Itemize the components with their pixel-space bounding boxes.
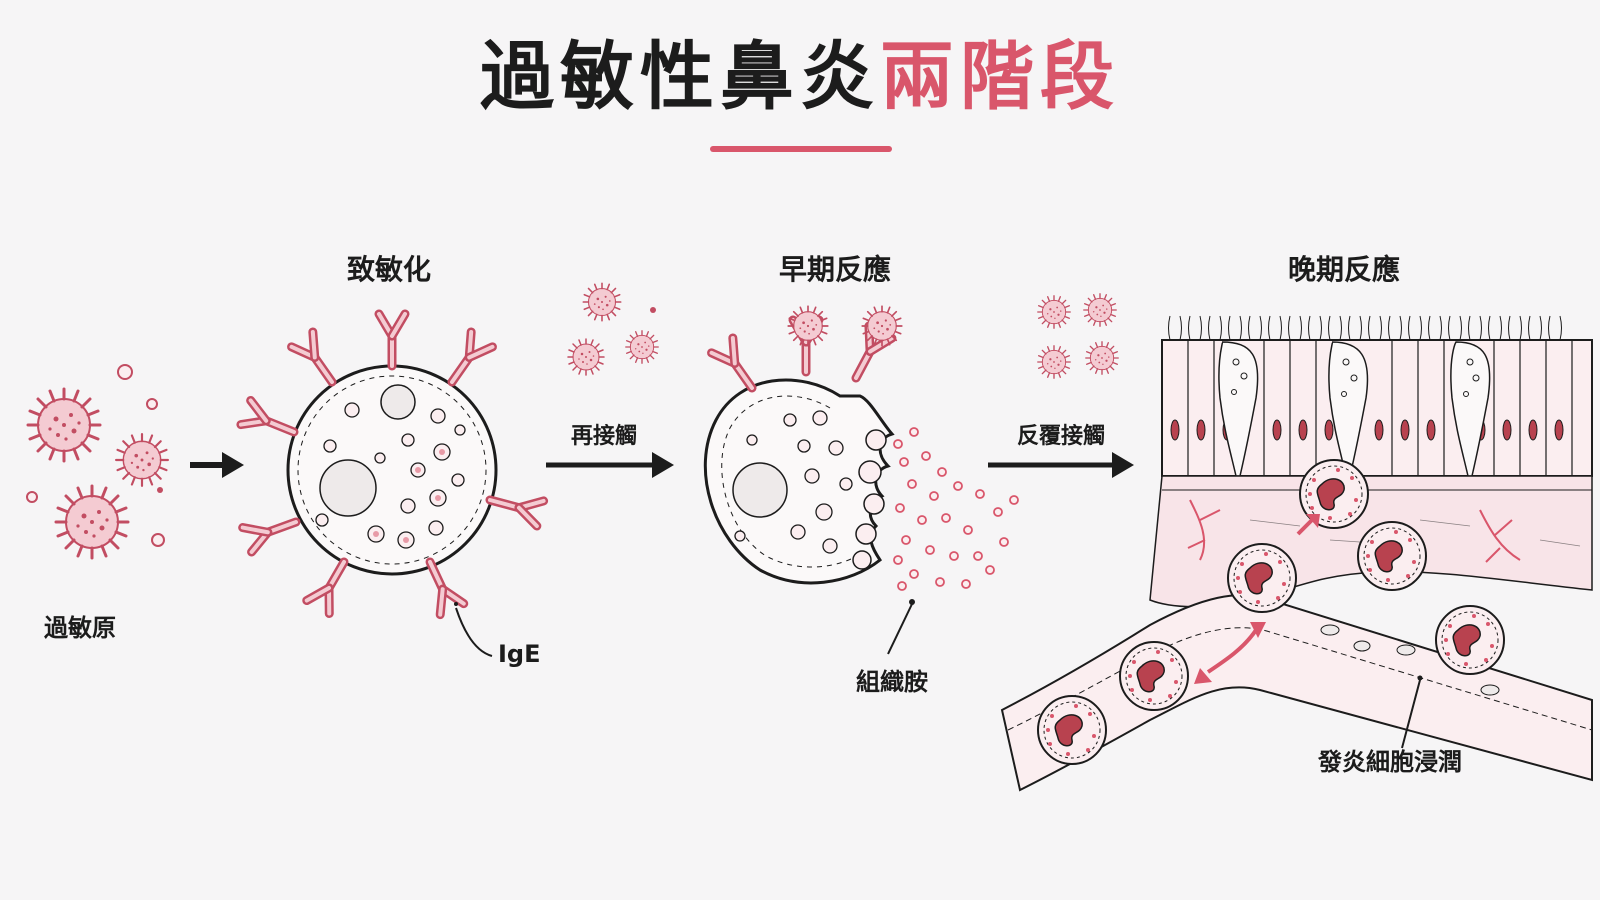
- arrow-right-icon: [988, 452, 1134, 478]
- epithelium-icon: [1161, 315, 1593, 477]
- label-allergen: 過敏原: [44, 614, 116, 642]
- allergen-particle-icon: [567, 282, 659, 376]
- migration-arrow-icon: [1194, 514, 1320, 684]
- title-accent: 兩階段: [880, 34, 1120, 120]
- ige-antibody-icon: [241, 314, 544, 657]
- arrow-label-reexposure: 再接觸: [571, 424, 638, 449]
- arrow-right-icon: [190, 452, 244, 478]
- stage-label-late: 晚期反應: [1288, 253, 1401, 286]
- blood-vessel-icon: [1000, 594, 1593, 792]
- label-infiltration: 發炎細胞浸潤: [1318, 748, 1462, 776]
- mast-cell-icon: [703, 378, 895, 585]
- allergen-particle-icon: [1037, 293, 1119, 379]
- allergen-particle-icon: [26, 364, 169, 560]
- stage-label-early: 早期反應: [779, 253, 892, 286]
- mast-cell-icon: [286, 364, 498, 576]
- histamine-granules: [893, 427, 1019, 591]
- allergen-particle-icon: [787, 305, 903, 347]
- arrow-label-repeated: 反覆接觸: [1017, 424, 1106, 449]
- page-title: 過敏性鼻炎兩階段: [0, 40, 1600, 114]
- title-underline: [710, 146, 892, 152]
- label-ige: IgE: [498, 640, 541, 668]
- stage-label-sensitization: 致敏化: [347, 253, 432, 286]
- arrow-right-icon: [546, 452, 674, 478]
- label-histamine: 組織胺: [856, 668, 928, 696]
- title-main: 過敏性鼻炎: [480, 34, 880, 120]
